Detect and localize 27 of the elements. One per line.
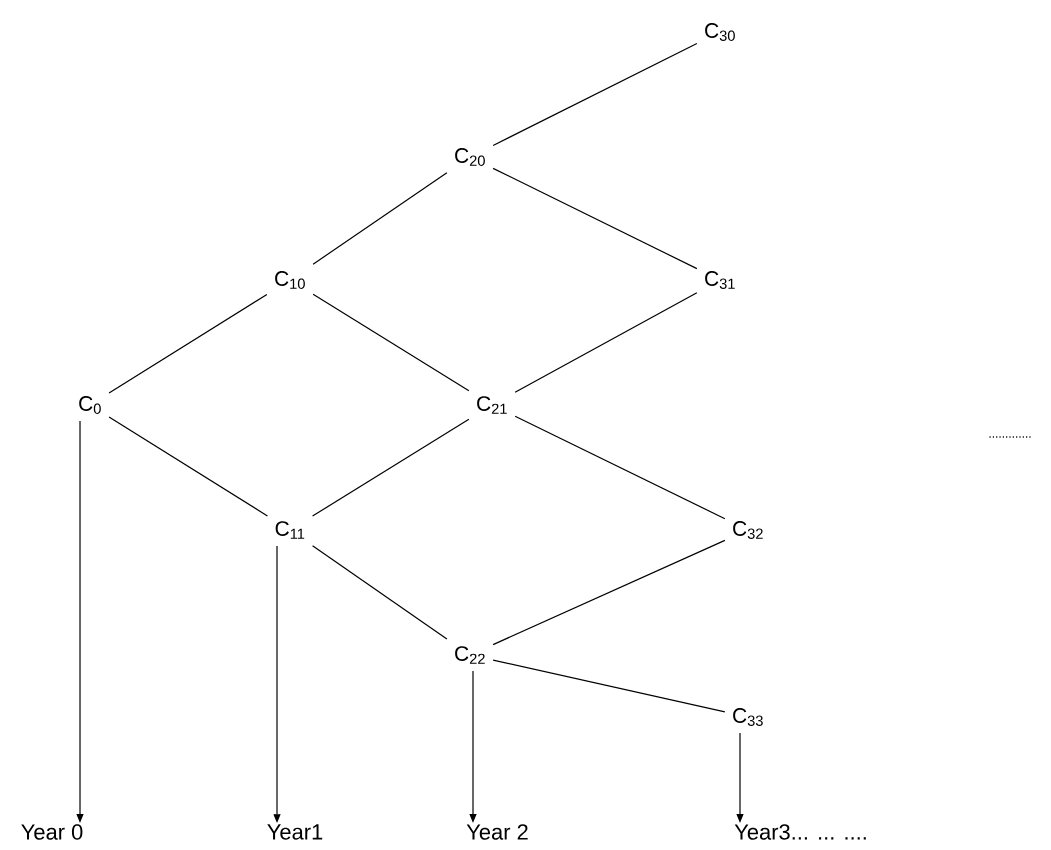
axis-label: Year1 bbox=[267, 824, 323, 840]
branch-line bbox=[108, 293, 268, 394]
branch-line bbox=[492, 659, 726, 713]
node-label: C$_{11}$ bbox=[275, 521, 305, 539]
node-label: C$_{21}$ bbox=[477, 396, 507, 414]
branch-line bbox=[108, 416, 269, 517]
branch-line bbox=[311, 545, 448, 640]
branch-line bbox=[492, 42, 698, 147]
node-label: C$_{10}$ bbox=[275, 271, 305, 289]
axis-label: Year3... ... .... bbox=[734, 824, 866, 840]
branch-line bbox=[311, 418, 470, 517]
node-label: C$_{31}$ bbox=[705, 271, 735, 289]
branch-line bbox=[312, 172, 448, 265]
node-label: C$_{33}$ bbox=[733, 708, 763, 726]
node-label: C$_{30}$ bbox=[705, 23, 735, 41]
branch-line bbox=[492, 539, 726, 646]
node-label: C$_{0}$ bbox=[79, 396, 101, 414]
branch-line bbox=[312, 293, 470, 392]
branch-line bbox=[514, 292, 698, 393]
node-label: C$_{20}$ bbox=[455, 148, 485, 166]
node-label: C$_{32}$ bbox=[733, 521, 763, 539]
branch-line bbox=[514, 415, 726, 520]
continuation-dots: ............. bbox=[989, 436, 1031, 438]
axis-label: Year 2 bbox=[466, 824, 528, 840]
branch-line bbox=[492, 167, 698, 270]
node-label: C$_{22}$ bbox=[455, 646, 485, 664]
axis-label: Year 0 bbox=[21, 824, 83, 840]
